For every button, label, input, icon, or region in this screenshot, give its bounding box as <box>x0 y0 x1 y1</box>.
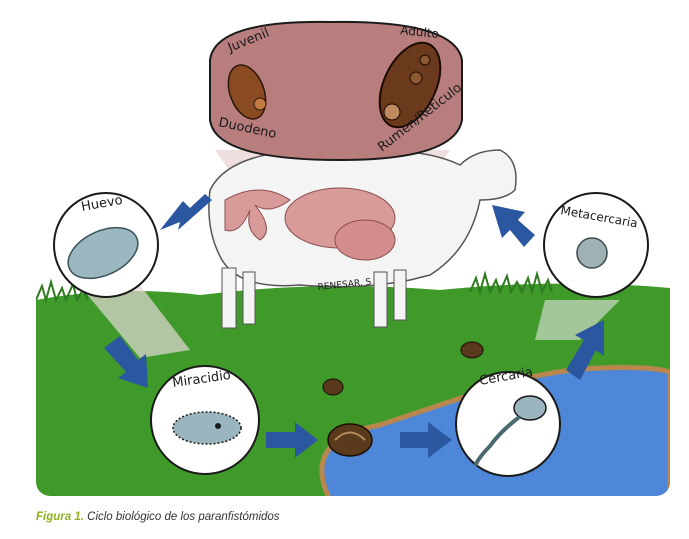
arrow-to-sheep <box>492 205 535 247</box>
arrow-to-cercaria <box>400 422 452 458</box>
figure-caption-text: Ciclo biológico de los paranfistómidos <box>87 511 280 523</box>
huevo-label: Huevo <box>80 193 124 215</box>
metacercaria-shape <box>576 237 608 269</box>
figure-caption: Figura 1. Ciclo biológico de los paranfi… <box>36 511 280 523</box>
sheep <box>208 148 517 329</box>
arrow-to-snail <box>266 422 318 458</box>
grass-texture <box>36 270 553 304</box>
projection-egg <box>75 280 190 358</box>
cercaria-tail <box>474 416 520 466</box>
snail-large <box>327 423 373 457</box>
figure-number: Figura 1. <box>36 511 84 523</box>
miracidium-shape <box>172 411 242 445</box>
adult-stage-inset <box>209 20 463 162</box>
snail-small-2 <box>460 341 484 359</box>
projection-metacercaria <box>535 300 620 340</box>
arrow-to-miracidium <box>104 336 148 388</box>
adulto-label: Adulto <box>400 23 440 41</box>
cercaria-body <box>513 395 547 421</box>
snail-small-1 <box>322 378 344 396</box>
arrow-to-egg <box>160 194 212 230</box>
egg-shape <box>67 226 139 280</box>
arrow-to-metacercaria <box>566 320 604 380</box>
